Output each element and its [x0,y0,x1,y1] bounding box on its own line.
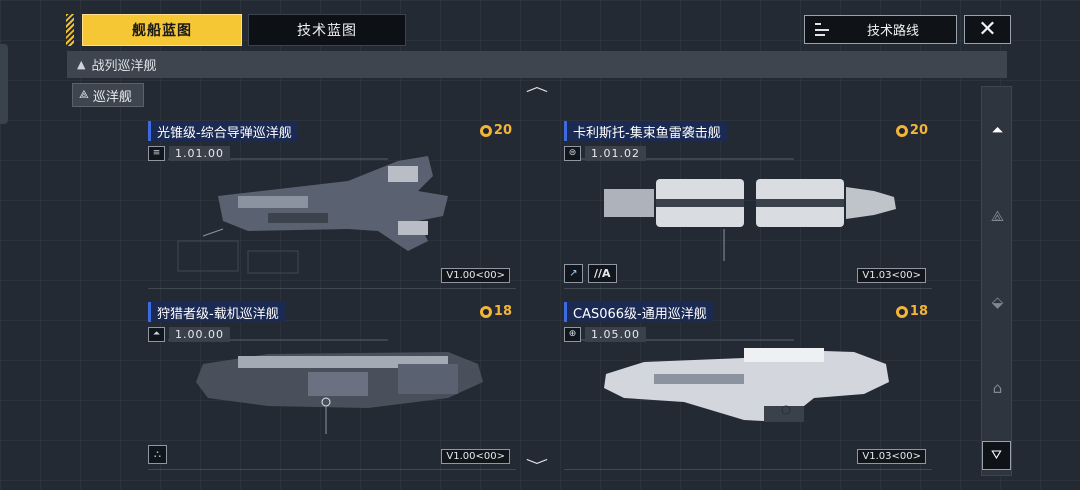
ship-name: 卡利斯托-集束鱼雷袭击舰 [564,121,727,141]
tech-route-button[interactable]: 技术路线 [804,15,957,44]
cruiser-icon: ⟁ [79,88,89,101]
divider [564,469,932,470]
missile-icon: ≡ [148,145,165,161]
role-badge: //A [588,264,617,283]
version-tag: V1.00<00> [441,449,510,464]
ship-cost: 20 [479,123,512,138]
tech-route-label: 技术路线 [867,24,920,39]
ship-name: 光锥级-综合导弹巡洋舰 [148,121,298,141]
filter-button[interactable]: ⛛ [982,441,1011,470]
torpedo-icon: ⊜ [564,145,581,161]
filter-icon: ⛛ [991,448,1002,463]
version-tag: V1.03<00> [857,268,926,283]
ship-cost: 20 [895,123,928,138]
ship-name: CAS066级-通用巡洋舰 [564,302,713,322]
ship-card-3[interactable]: 狩猎者级-载机巡洋舰 18 ⏶ 1.00.00 ⛬ V1.00<00> [148,302,528,478]
ship-cost: 18 [479,304,512,319]
coin-icon [895,305,908,318]
version-row: ⊕ 1.05.00 [564,326,646,342]
aircraft-icon: ⛬ [148,445,167,464]
subcategory-tag[interactable]: ⟁ 巡洋舰 [72,83,144,107]
rail-cruiser-icon[interactable]: ⟁ [990,207,1005,225]
version-row: ⏶ 1.00.00 [148,326,230,342]
divider [148,469,516,470]
battlecruiser-icon: ▲ [77,58,86,71]
carrier-icon: ⏶ [148,326,165,342]
version-number: 1.00.00 [169,326,230,342]
version-number: 1.01.00 [169,145,230,161]
version-number: 1.01.02 [585,145,646,161]
ship-card-2[interactable]: 卡利斯托-集束鱼雷袭击舰 20 ⊜ 1.01.02 ↗ //A V1.03<00… [564,121,944,297]
class-filter-rail: ⏶ ⟁ ⬙ ⌂ [981,86,1012,476]
ship-cost: 18 [895,304,928,319]
rail-destroyer-icon[interactable]: ⬙ [991,293,1004,311]
version-row: ⊜ 1.01.02 [564,145,646,161]
tab-ship-blueprint[interactable]: 舰船蓝图 [82,14,242,46]
version-row: ≡ 1.01.00 [148,145,230,161]
coin-icon [895,124,908,137]
version-tag: V1.00<00> [441,268,510,283]
version-tag: V1.03<00> [857,449,926,464]
rail-frigate-icon[interactable]: ⌂ [992,379,1003,397]
ship-card-4[interactable]: CAS066级-通用巡洋舰 18 ⊕ 1.05.00 V1.03<00> [564,302,944,478]
divider [148,288,516,289]
subcategory-label: 巡洋舰 [92,89,132,105]
ship-blueprint-image [574,158,896,261]
hazard-stripes [66,14,74,46]
category-title: 战列巡洋舰 [91,59,157,74]
coin-icon [479,124,492,137]
tab-tech-blueprint[interactable]: 技术蓝图 [248,14,406,46]
ship-name: 狩猎者级-载机巡洋舰 [148,302,285,322]
globe-icon: ⊕ [564,326,581,342]
ship-card-1[interactable]: 光锥级-综合导弹巡洋舰 20 ≡ 1.01.00 V1.00<00> [148,121,528,297]
side-handle[interactable] [0,44,8,124]
category-header[interactable]: ▲ 战列巡洋舰 [67,51,1007,78]
coin-icon [479,305,492,318]
scroll-up-icon[interactable]: ︿ [525,79,549,95]
version-number: 1.05.00 [585,326,646,342]
rail-battlecruiser-icon[interactable]: ⏶ [991,121,1004,139]
ship-blueprint-image [168,339,483,434]
scroll-down-icon[interactable]: ﹀ [525,459,549,475]
close-icon: ✕ [978,17,997,42]
attack-role-icon: ↗ [564,264,583,283]
close-button[interactable]: ✕ [964,15,1011,44]
list-icon [815,23,829,36]
ship-blueprint-image [168,156,448,274]
divider [564,288,932,289]
